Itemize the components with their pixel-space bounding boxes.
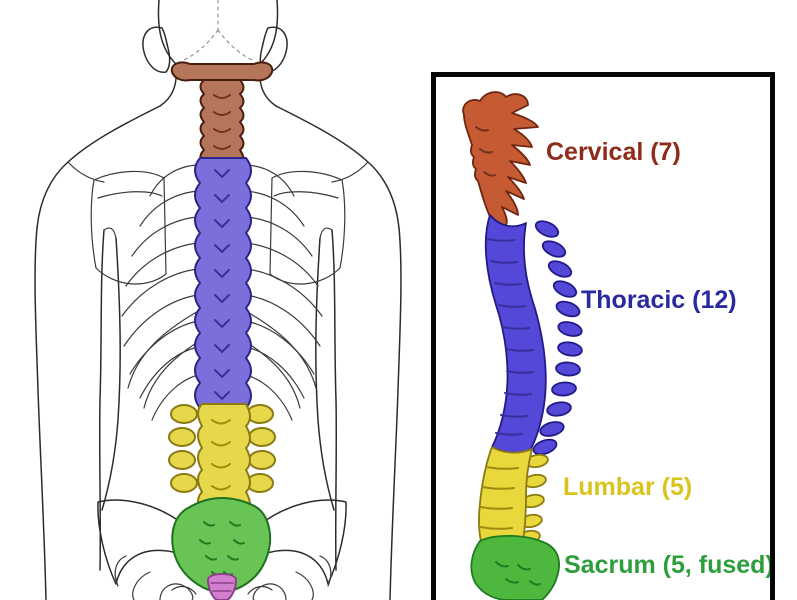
thoracic-lateral: [484, 214, 583, 456]
lumbar-lateral-discs: [479, 466, 519, 530]
spine-legend-panel: Cervical (7) Thoracic (12) Lumbar (5) Sa…: [431, 72, 775, 600]
thoracic-region: [194, 157, 252, 409]
cervical-lateral: [462, 91, 539, 227]
coccyx-texture: [210, 582, 234, 592]
cervical-lateral-texture: [475, 126, 496, 177]
label-lumbar: Lumbar (5): [563, 473, 692, 501]
spine-lateral-figure: Cervical (7) Thoracic (12) Lumbar (5) Sa…: [462, 91, 770, 600]
sacrum-region: [171, 497, 272, 593]
left-scapula: [90, 170, 167, 285]
sacrum-lateral-texture: [495, 561, 541, 586]
coccyx-region: [207, 573, 237, 600]
lumbar-lateral: [478, 446, 549, 552]
posterior-torso-figure: [34, 0, 402, 600]
thoracic-lateral-discs: [487, 238, 534, 436]
body-outline: [34, 0, 402, 600]
left-ear: [142, 26, 171, 73]
thoracic-texture: [214, 169, 230, 401]
label-cervical: Cervical (7): [546, 138, 681, 166]
cervical-region: [170, 61, 274, 167]
right-scapula: [269, 170, 346, 285]
sacrum-lateral: [470, 535, 560, 600]
lumbar-region: [168, 403, 276, 515]
region-labels: Cervical (7) Thoracic (12) Lumbar (5) Sa…: [546, 138, 770, 579]
label-thoracic: Thoracic (12): [581, 286, 737, 314]
lumbar-texture: [211, 419, 231, 491]
cervical-texture: [213, 94, 231, 150]
spine-posterior: [168, 61, 276, 600]
skull-suture-lines: [183, 0, 253, 61]
label-sacrum: Sacrum (5, fused): [564, 551, 770, 579]
